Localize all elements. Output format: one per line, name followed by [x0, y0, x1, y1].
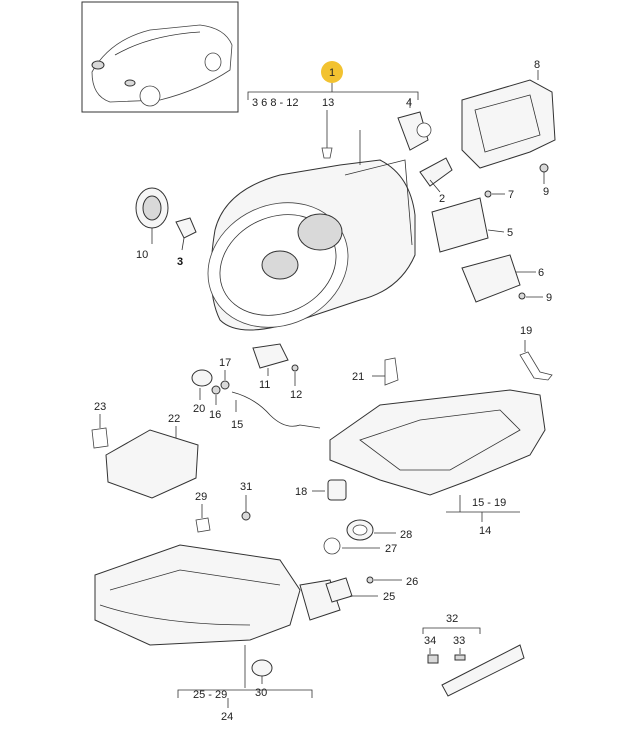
part-34-bulb: [427, 648, 439, 664]
group-bracket-1: 1 3 6 8 - 12 13: [247, 61, 419, 109]
label-33: 33: [453, 635, 465, 647]
label-7: 7: [508, 189, 514, 201]
part-22-control-unit: [105, 426, 199, 499]
part-23-bracket: [91, 414, 109, 449]
part-2-bulb: [419, 157, 453, 193]
label-22: 22: [168, 413, 180, 425]
label-6: 6: [538, 267, 544, 279]
part-25-socket: [325, 577, 378, 603]
label-26: 26: [406, 576, 418, 588]
part-4-bulb: [397, 98, 432, 151]
label-34: 34: [424, 635, 436, 647]
vehicle-thumbnail: [81, 1, 239, 113]
label-21: 21: [352, 371, 364, 383]
part-26-screw: [366, 576, 402, 584]
label-9a: 9: [543, 186, 549, 198]
part-15-cable: [231, 391, 321, 429]
part-18-bushing: [312, 479, 347, 501]
label-10: 10: [136, 249, 148, 261]
label-29: 29: [195, 491, 207, 503]
part-28-ring: [346, 519, 396, 541]
label-2: 2: [439, 193, 445, 205]
part-11-lamp: [252, 343, 289, 376]
label-11: 11: [259, 379, 270, 391]
label-30: 30: [255, 687, 267, 699]
label-15: 15: [231, 419, 243, 431]
part-32-marker-lamp: [441, 644, 525, 697]
label-12: 12: [290, 389, 302, 401]
label-31: 31: [240, 481, 252, 493]
label-19: 19: [520, 325, 532, 337]
label-4: 4: [406, 97, 412, 109]
label-3: 3: [177, 256, 183, 268]
part-24-lamp-assembly: [94, 544, 341, 708]
part-3-bulb: [175, 217, 197, 251]
label-25: 25: [383, 591, 395, 603]
headlight-assembly: [207, 130, 416, 331]
part-14-tray: [329, 389, 546, 522]
part-7-screw: [484, 190, 505, 198]
label-23: 23: [94, 401, 106, 413]
badge-label: 1: [329, 67, 335, 79]
part-5-cover: [431, 197, 505, 253]
label-28: 28: [400, 529, 412, 541]
part-33-socket: [454, 648, 466, 661]
label-17: 17: [219, 357, 231, 369]
label-15-19: 15 - 19: [472, 497, 506, 509]
label-16: 16: [209, 409, 221, 421]
label-13: 13: [322, 97, 334, 109]
part-10-cap: [135, 187, 169, 244]
highlight-badge: [321, 61, 343, 83]
part-30-cap: [251, 659, 273, 684]
part-20-grommet: [191, 369, 213, 400]
part-19-clip: [519, 340, 553, 381]
label-25-29: 25 - 29: [193, 689, 227, 701]
label-8: 8: [534, 59, 540, 71]
group-label-1: 3 6 8 - 12: [252, 97, 298, 109]
label-9b: 9: [546, 292, 552, 304]
label-5: 5: [507, 227, 513, 239]
part-21-bracket: [372, 357, 399, 386]
part-27-bulb: [323, 537, 380, 555]
part-9-screw-b: [518, 292, 543, 300]
part-16-bolt: [211, 385, 221, 405]
label-18: 18: [295, 486, 307, 498]
label-24: 24: [221, 711, 233, 723]
label-14: 14: [479, 525, 491, 537]
label-20: 20: [193, 403, 205, 415]
part-31-screw: [241, 495, 251, 521]
part-9-screw-a: [539, 163, 549, 184]
part-8-cover: [461, 70, 556, 169]
part-13-screw: [321, 110, 333, 159]
label-27: 27: [385, 543, 397, 555]
part-6-module: [461, 254, 536, 303]
part-29-clip: [195, 504, 211, 533]
part-12-screw: [291, 364, 299, 386]
label-32: 32: [446, 613, 458, 625]
part-17-clip: [220, 370, 230, 390]
